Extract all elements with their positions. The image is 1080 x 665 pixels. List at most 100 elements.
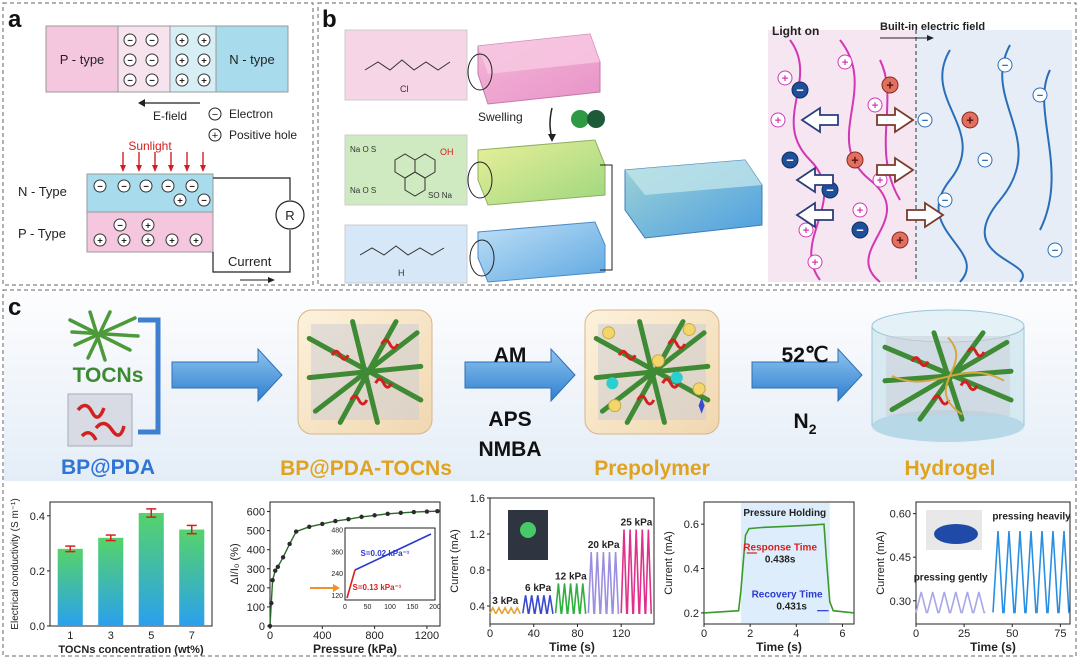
bar (98, 537, 124, 626)
current-line (703, 523, 855, 614)
x-tick-label: 0 (913, 628, 919, 640)
merge-bracket (138, 317, 161, 435)
field-region (916, 30, 1072, 282)
pulse-series (915, 591, 986, 614)
fixed-negative-ion-sign: − (922, 115, 929, 127)
inset-y-tick-label: 480 (331, 528, 343, 535)
series-label: 12 kPa (555, 572, 587, 583)
response-point (385, 511, 390, 517)
molecule-cationic-cl: Cl (400, 84, 409, 94)
electron-charge-sign: − (149, 75, 155, 86)
mobile-hole-sign: + (886, 77, 893, 92)
bar (57, 548, 83, 626)
response-label: Response Time (743, 542, 817, 553)
cell-electron-sign: − (117, 220, 123, 231)
y-tick-label: 0.6 (684, 519, 699, 531)
cationic-chain (839, 39, 889, 283)
electron-charge-sign: − (127, 35, 133, 46)
hole-legend-sign: + (212, 130, 218, 142)
pulse-series (522, 595, 554, 614)
pressure-holding-band (740, 503, 830, 623)
bp-pda-particle (661, 377, 680, 389)
crosslinker-star (698, 397, 705, 414)
fixed-negative-ion-sign: − (982, 155, 989, 167)
electron-charge (123, 33, 137, 47)
inset-high-slope-line (354, 533, 432, 571)
electron-drift-arrow (795, 201, 834, 229)
cell-electron (93, 179, 107, 193)
bp-pda-tocns-label: BP@PDA-TOCNs (280, 457, 452, 480)
x-tick-label: 80 (571, 628, 583, 640)
panel-c-letter: c (8, 294, 21, 321)
p-type-block (45, 25, 119, 93)
response-point (398, 510, 403, 516)
y-tick-label: 0.30 (890, 596, 911, 608)
reagent-am: AM (494, 344, 527, 367)
cell-electron-sign: − (201, 195, 207, 206)
monomer-bead (602, 326, 616, 340)
x-tick-label: 6 (839, 628, 845, 640)
fixed-negative-ion (1032, 87, 1048, 103)
inset-x-tick-label: 200 (429, 604, 441, 611)
mobile-hole (846, 151, 864, 169)
response-point (267, 623, 273, 629)
sunlight-ray-head (136, 165, 142, 172)
electron-drift-arrow (800, 106, 839, 134)
fixed-positive-ion-sign: + (782, 73, 789, 85)
y-tick-label: 500 (247, 526, 265, 538)
cell-hole (173, 193, 187, 207)
electron-charge (145, 53, 159, 67)
bp-pda-particle (617, 349, 637, 361)
mobile-electron-sign: − (856, 222, 863, 237)
anionic-chain (983, 44, 1024, 283)
sunlight-ray-head (152, 165, 158, 172)
cell-hole (141, 218, 155, 232)
fixed-positive-ion (798, 222, 814, 238)
molecule-pyranine-oh: OH (440, 147, 454, 157)
hole-drift-arrow (876, 156, 915, 184)
response-point (273, 568, 278, 573)
electron-legend-icon (208, 107, 222, 121)
condition-n2-main: N (794, 410, 809, 433)
inset-x-tick-label: 50 (364, 604, 372, 611)
cell-charges: −−−−−++−−+++++ (93, 179, 211, 247)
electron-charge (145, 73, 159, 87)
circuit-wire (213, 177, 291, 200)
mobile-hole-sign: + (851, 152, 858, 167)
x-tick-label: 800 (365, 630, 383, 642)
cell-hole (189, 233, 203, 247)
series-label: 25 kPa (621, 518, 653, 529)
hole-charge-sign: + (201, 75, 207, 86)
mobile-electron (781, 151, 799, 169)
current-arrowhead (268, 277, 275, 283)
light-on-label: Light on (772, 24, 819, 38)
p-type-layer-label: P - Type (18, 226, 66, 241)
hole-charge-sign: + (179, 35, 185, 46)
cell-hole-sign: + (121, 235, 127, 246)
mobile-hole (961, 111, 979, 129)
mobile-hole (881, 76, 899, 94)
y-tick-label: 0.2 (684, 608, 699, 620)
prepolymer-network (593, 319, 711, 425)
monomer-bead (651, 354, 665, 368)
initiator-star (670, 371, 683, 384)
hydrogel-label: Hydrogel (904, 457, 995, 480)
sunlight-label: Sunlight (128, 139, 172, 153)
sunlight-ray-head (200, 165, 206, 172)
x-tick-label: 1200 (415, 630, 439, 642)
x-tick-label: 400 (313, 630, 331, 642)
fixed-positive-ion-sign: + (857, 205, 864, 217)
tocn-fiber (337, 319, 399, 425)
mobile-hole (891, 231, 909, 249)
response-point (293, 529, 299, 534)
y-tick-label: 300 (247, 564, 265, 576)
fixed-negative-ion-sign: − (942, 195, 949, 207)
inset-pointer-head (333, 584, 340, 592)
molecule-pyranine-na-right: SO Na (428, 191, 453, 200)
inset-x-tick-label: 100 (384, 604, 396, 611)
